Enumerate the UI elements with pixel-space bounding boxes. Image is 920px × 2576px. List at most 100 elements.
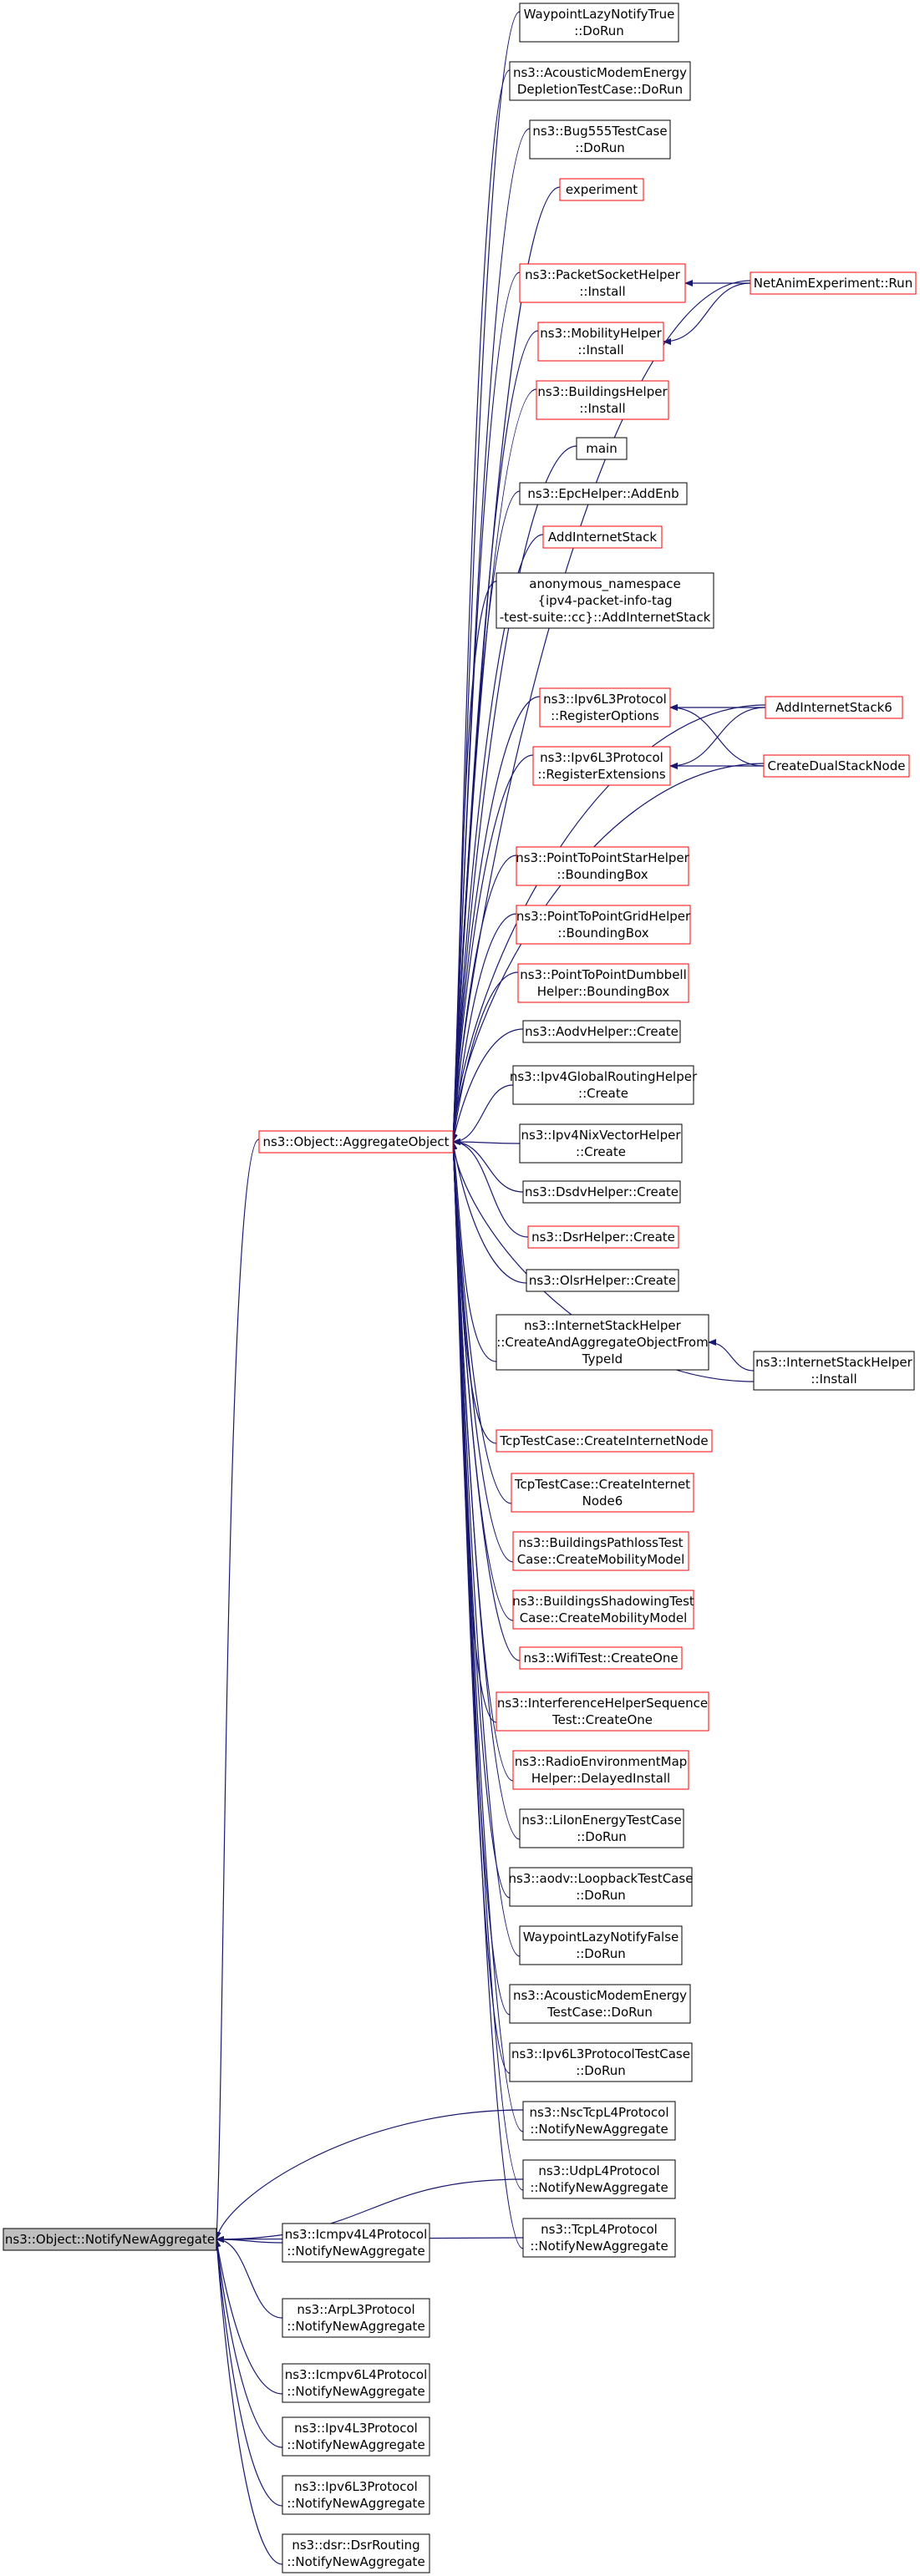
node-notify-root[interactable]: ns3::Object::NotifyNewAggregate [3, 2228, 217, 2251]
node-waypoint-true[interactable]: WaypointLazyNotifyTrue::DoRun [519, 3, 679, 43]
node-label: ns3::PointToPointGridHelper [516, 909, 691, 924]
node-label: Helper::DelayedInstall [531, 1771, 670, 1786]
node-box [519, 263, 686, 303]
call-edge-ipv4_nix-to-aggregate_object [452, 1138, 521, 1146]
node-p2p-star[interactable]: ns3::PointToPointStarHelper::BoundingBox [516, 846, 690, 886]
node-label: ::DoRun [577, 1829, 627, 1844]
call-edge-liion-to-aggregate_object [450, 1141, 521, 1840]
node-aodv-helper[interactable]: ns3::AodvHelper::Create [522, 1020, 681, 1043]
node-ipv6-l3[interactable]: ns3::Ipv6L3Protocol::NotifyNewAggregate [282, 2475, 430, 2515]
node-buildings-helper[interactable]: ns3::BuildingsHelper::Install [536, 380, 669, 420]
node-label: ::Install [577, 342, 623, 357]
node-label: ns3::Ipv4L3Protocol [294, 2421, 418, 2436]
node-box [527, 1225, 679, 1249]
node-experiment[interactable]: experiment [559, 178, 644, 201]
node-dsr-helper[interactable]: ns3::DsrHelper::Create [527, 1225, 679, 1249]
node-label: ::CreateAndAggregateObjectFrom [496, 1335, 708, 1350]
node-mobility-helper[interactable]: ns3::MobilityHelper::Install [537, 322, 664, 362]
node-netanim[interactable]: NetAnimExperiment::Run [750, 271, 917, 295]
node-wifi-test[interactable]: ns3::WifiTest::CreateOne [519, 1646, 683, 1670]
node-p2p-grid[interactable]: ns3::PointToPointGridHelper::BoundingBox [516, 905, 691, 945]
node-box [3, 2228, 217, 2251]
node-label: ::NotifyNewAggregate [287, 2319, 424, 2334]
node-add-internet-stack6[interactable]: AddInternetStack6 [765, 696, 903, 719]
node-box [496, 1314, 709, 1371]
call-edge-epc_helper-to-aggregate_object [450, 490, 521, 1143]
call-edge-tcp_l4-to-aggregate_object [450, 1141, 524, 2249]
node-radio-env-map[interactable]: ns3::RadioEnvironmentMapHelper::DelayedI… [512, 1750, 689, 1790]
node-anon-namespace[interactable]: anonymous_namespace{ipv4-packet-info-tag… [496, 572, 714, 629]
node-label: Test::CreateOne [551, 1712, 653, 1727]
node-box [496, 1429, 713, 1453]
node-udp-l4[interactable]: ns3::UdpL4Protocol::NotifyNewAggregate [522, 2159, 676, 2199]
node-tcp-create-node[interactable]: TcpTestCase::CreateInternetNode [496, 1429, 713, 1453]
node-aodv-loopback[interactable]: ns3::aodv::LoopbackTestCase::DoRun [509, 1867, 694, 1907]
node-inet-stack-install[interactable]: ns3::InternetStackHelper::Install [753, 1351, 915, 1391]
node-label: -test-suite::cc}::AddInternetStack [500, 610, 711, 625]
call-edge-p2p_grid-to-aggregate_object [450, 913, 517, 1143]
node-label: Case::CreateMobilityModel [517, 1552, 685, 1567]
node-label: anonymous_namespace [529, 576, 680, 592]
node-ipv4-nix[interactable]: ns3::Ipv4NixVectorHelper::Create [519, 1123, 683, 1164]
node-label: CreateDualStackNode [768, 758, 906, 773]
call-edge-netanim-to-mobility_helper [663, 282, 751, 345]
node-icmpv6-l4[interactable]: ns3::Icmpv6L4Protocol::NotifyNewAggregat… [282, 2363, 430, 2403]
node-ipv6l3-testcase[interactable]: ns3::Ipv6L3ProtocolTestCase::DoRun [509, 2042, 693, 2082]
node-aggregate-object[interactable]: ns3::Object::AggregateObject [258, 1130, 454, 1154]
node-packet-socket[interactable]: ns3::PacketSocketHelper::Install [519, 263, 686, 303]
node-box [519, 1808, 684, 1848]
node-create-dual-stack[interactable]: CreateDualStackNode [763, 754, 910, 778]
node-nsc-tcp[interactable]: ns3::NscTcpL4Protocol::NotifyNewAggregat… [522, 2101, 676, 2141]
node-label: ns3::OlsrHelper::Create [529, 1273, 676, 1288]
call-edge-packet_socket-to-aggregate_object [450, 271, 521, 1143]
node-label: ns3::PacketSocketHelper [525, 267, 681, 282]
call-edge-add_internet_stack-to-aggregate_object [450, 534, 544, 1143]
node-olsr-helper[interactable]: ns3::OlsrHelper::Create [526, 1269, 679, 1292]
node-ipv4-global[interactable]: ns3::Ipv4GlobalRoutingHelper::Create [510, 1065, 698, 1105]
node-dsr-routing[interactable]: ns3::dsr::DsrRouting::NotifyNewAggregate [282, 2533, 430, 2573]
node-add-internet-stack[interactable]: AddInternetStack [542, 525, 663, 549]
node-label: WaypointLazyNotifyTrue [524, 7, 675, 22]
node-arp-l3[interactable]: ns3::ArpL3Protocol::NotifyNewAggregate [282, 2298, 430, 2338]
node-ipv6l3-extensions[interactable]: ns3::Ipv6L3Protocol::RegisterExtensions [532, 746, 671, 786]
node-label: ns3::BuildingsPathlossTest [518, 1535, 683, 1550]
node-label: ns3::Bug555TestCase [532, 124, 667, 139]
call-edge-nsc_tcp-to-aggregate_object [450, 1141, 524, 2132]
node-box [576, 437, 628, 460]
node-waypoint-false[interactable]: WaypointLazyNotifyFalse::DoRun [519, 1925, 683, 1965]
node-p2p-dumbbell[interactable]: ns3::PointToPointDumbbellHelper::Boundin… [517, 963, 689, 1003]
node-label: ::Install [579, 401, 625, 416]
node-tcp-l4[interactable]: ns3::TcpL4Protocol::NotifyNewAggregate [522, 2218, 676, 2258]
node-label: ns3::Ipv4GlobalRoutingHelper [510, 1069, 698, 1084]
call-edge-p2p_star-to-aggregate_object [450, 854, 517, 1143]
node-box [282, 2533, 430, 2573]
node-label: TcpTestCase::CreateInternetNode [499, 1433, 708, 1448]
node-icmpv4-l4[interactable]: ns3::Icmpv4L4Protocol::NotifyNewAggregat… [282, 2223, 430, 2263]
node-bug555[interactable]: ns3::Bug555TestCase::DoRun [529, 119, 671, 160]
node-ipv4-l3[interactable]: ns3::Ipv4L3Protocol::NotifyNewAggregate [282, 2416, 430, 2457]
node-label: ns3::BuildingsShadowingTest [512, 1594, 694, 1609]
node-box [519, 1123, 683, 1164]
node-label: ns3::Ipv6L3Protocol [294, 2479, 418, 2494]
node-inet-stack-create[interactable]: ns3::InternetStackHelper::CreateAndAggre… [496, 1314, 709, 1371]
node-label: ns3::InternetStackHelper [755, 1355, 912, 1370]
call-edge-dsdv_helper-to-aggregate_object [452, 1138, 524, 1193]
node-buildings-pathloss[interactable]: ns3::BuildingsPathlossTestCase::CreateMo… [512, 1531, 689, 1571]
call-edge-inet_stack_install-to-inet_stack_create [708, 1339, 755, 1372]
node-liion[interactable]: ns3::LiIonEnergyTestCase::DoRun [519, 1808, 684, 1848]
node-main[interactable]: main [576, 437, 628, 460]
node-dsdv-helper[interactable]: ns3::DsdvHelper::Create [522, 1180, 681, 1204]
node-epc-helper[interactable]: ns3::EpcHelper::AddEnb [519, 482, 688, 505]
node-label: ns3::LiIonEnergyTestCase [521, 1813, 681, 1828]
node-buildings-shadowing[interactable]: ns3::BuildingsShadowingTestCase::CreateM… [512, 1590, 694, 1630]
node-box [522, 1020, 681, 1043]
node-ipv6l3-options[interactable]: ns3::Ipv6L3Protocol::RegisterOptions [539, 687, 671, 728]
node-box [516, 846, 689, 886]
node-interference-helper[interactable]: ns3::InterferenceHelperSequenceTest::Cre… [496, 1691, 709, 1732]
node-label: ::Install [579, 284, 625, 299]
node-label: ::DoRun [576, 2063, 626, 2078]
node-acoustic-depletion[interactable]: ns3::AcousticModemEnergyDepletionTestCas… [509, 61, 691, 101]
node-box [282, 2416, 430, 2457]
